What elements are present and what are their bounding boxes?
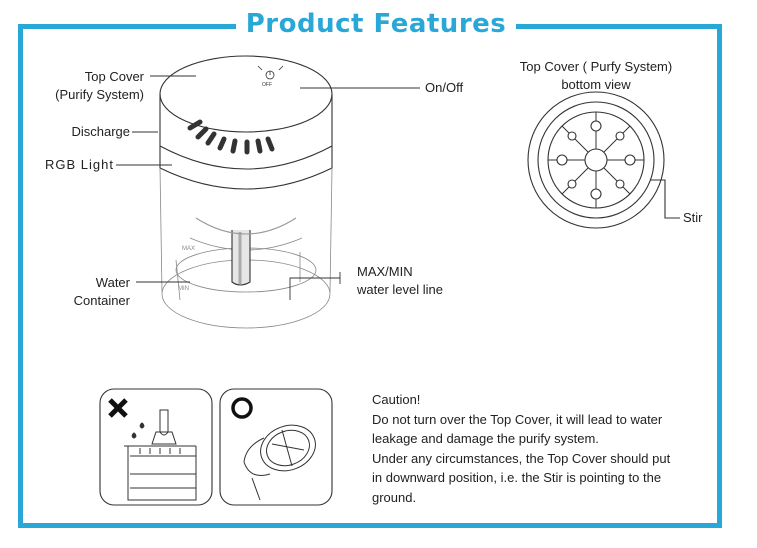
- bottom-view-label-line2: bottom view: [561, 77, 631, 92]
- cover-side: [159, 94, 333, 170]
- caution-line-2: leakage and damage the purify system.: [372, 431, 599, 447]
- circle-mark-icon: [231, 397, 253, 419]
- discharge-vents: [187, 119, 275, 155]
- caution-line-4: in downward position, i.e. the Stir is p…: [372, 470, 662, 486]
- top-cover-shape: [159, 55, 333, 133]
- max-min-label: MAX/MIN water level line: [357, 263, 443, 299]
- max-min-label-line1: MAX/MIN: [357, 264, 413, 279]
- top-cover-label-line1: Top Cover: [84, 69, 144, 84]
- svg-text:MIN: MIN: [178, 286, 189, 292]
- discharge-label: Discharge: [71, 124, 130, 139]
- caution-line-5: ground.: [372, 489, 417, 505]
- water-container-label: Water Container: [30, 274, 130, 310]
- caution-text: Caution! Do not turn over the Top Cover,…: [372, 390, 712, 508]
- on-off-label: On/Off: [425, 80, 464, 95]
- svg-text:MAX: MAX: [182, 246, 195, 252]
- wrong-orientation-panel: [99, 388, 213, 506]
- bottom-view-label: Top Cover ( Purfy System) bottom view: [496, 58, 696, 94]
- tilted-cover-drawing: [243, 424, 316, 501]
- cross-mark-icon: [108, 398, 128, 418]
- svg-text:OFF: OFF: [262, 82, 272, 88]
- top-cover-label: Top Cover (Purify System): [30, 68, 144, 104]
- rgb-light-label: RGB Light: [45, 157, 114, 172]
- power-button: [257, 65, 284, 80]
- caution-line-3: Under any circumstances, the Top Cover s…: [372, 450, 671, 466]
- right-orientation-panel: [219, 388, 333, 506]
- top-cover-label-line2: (Purify System): [55, 87, 144, 102]
- caution-heading: Caution!: [372, 392, 421, 407]
- water-container-label-line1: Water: [95, 275, 130, 290]
- page-title: Product Features: [245, 9, 507, 39]
- bottom-view-label-line1: Top Cover ( Purfy System): [519, 59, 673, 74]
- title-background: [236, 6, 516, 42]
- inverted-cover-drawing: [124, 409, 197, 501]
- water-container-label-line2: Container: [73, 293, 130, 308]
- caution-line-1: Do not turn over the Top Cover, it will …: [372, 411, 663, 427]
- bottom-view-diagram: [527, 91, 680, 229]
- stir-label: Stir: [683, 210, 703, 225]
- max-min-label-line2: water level line: [357, 282, 443, 297]
- rgb-light-band: [159, 146, 333, 190]
